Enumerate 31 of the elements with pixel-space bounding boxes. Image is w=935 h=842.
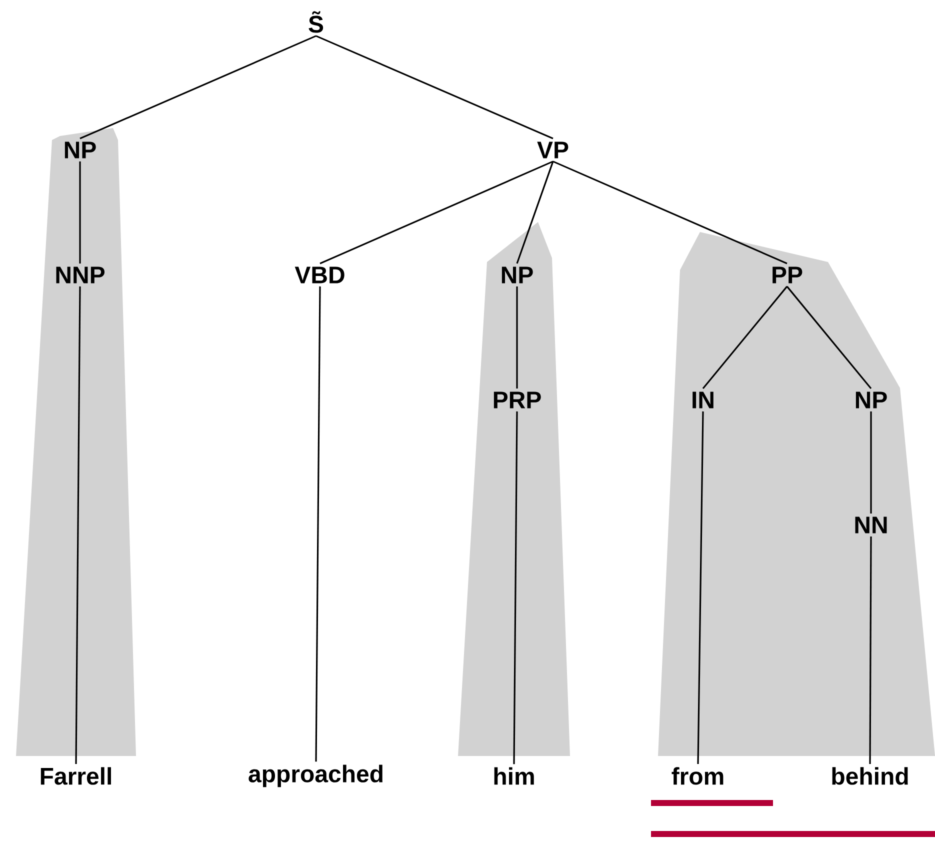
tree-label: behind: [832, 767, 908, 785]
tree-label: from: [672, 767, 724, 785]
tree-label: NP: [856, 392, 887, 408]
tree-label: PRP: [494, 392, 541, 408]
tree-label: NNP: [56, 266, 104, 284]
tree-branch: [552, 160, 788, 264]
tree-label: NP: [64, 142, 96, 158]
tree-branch: [79, 161, 81, 264]
tree-branch: [516, 286, 518, 389]
tree-label: Farrell: [40, 767, 111, 785]
tree-branch: [869, 536, 872, 764]
tree-label: NP: [502, 266, 533, 284]
tree-branch: [80, 35, 316, 140]
tree-branch: [316, 35, 554, 140]
tree-label: IN: [692, 392, 714, 408]
tree-label: him: [494, 767, 534, 785]
tree-label: S̃: [308, 11, 324, 33]
tree-branch: [697, 411, 704, 764]
tree-label: approached: [248, 764, 382, 788]
tree-branch: [516, 161, 554, 264]
tree-label: PP: [772, 266, 802, 284]
tree-branch: [320, 160, 554, 264]
tree-branch: [702, 286, 788, 390]
tree-label: VBD: [294, 266, 344, 284]
tree-branch: [75, 286, 81, 764]
tree-branch: [870, 411, 872, 514]
tree-branch: [513, 411, 518, 764]
tree-branch: [786, 286, 872, 390]
tree-label: NN: [855, 516, 887, 534]
tree-label: VP: [537, 142, 568, 158]
tree-branch: [315, 286, 321, 762]
